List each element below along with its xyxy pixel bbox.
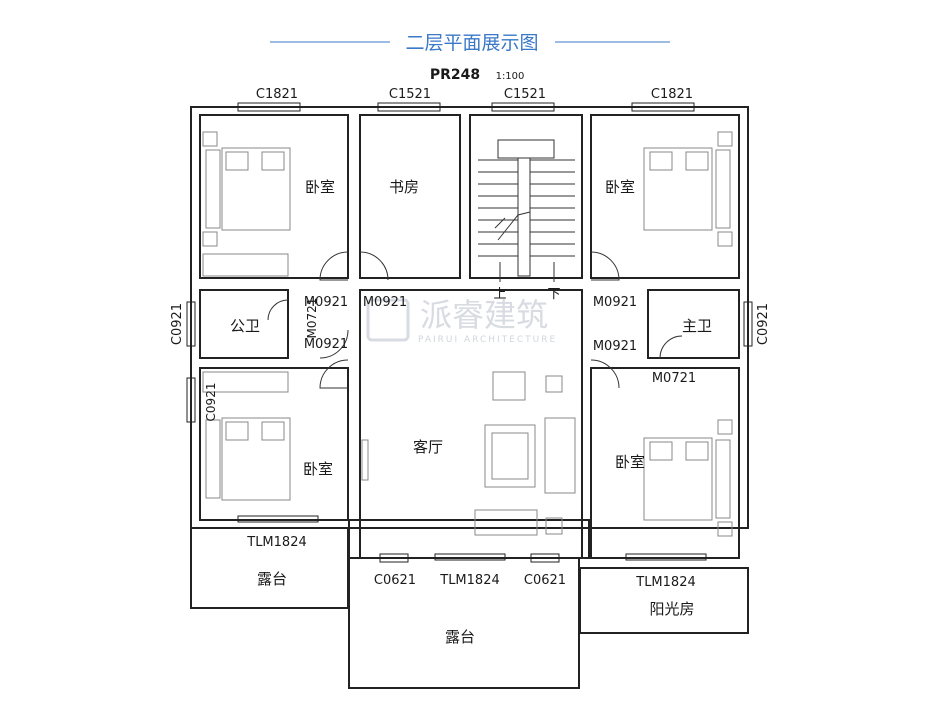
living-furniture-icon [361, 371, 576, 536]
window-label-c0921-right-outer: C0921 [756, 303, 771, 345]
window-label-c1821-right: C1821 [651, 87, 693, 102]
door-label-m0921-ne: M0921 [593, 295, 637, 310]
door-label-m0721-master: M0721 [652, 371, 696, 386]
public-bath-outline [199, 289, 289, 359]
stair-treads [478, 139, 575, 282]
room-label-terrace-w: 露台 [257, 570, 287, 588]
room-label-bedroom-sw: 卧室 [303, 460, 333, 478]
sliding-door-marks [237, 515, 707, 561]
window-label-c1521-left: C1521 [389, 87, 431, 102]
bed-ne-icon [643, 131, 733, 247]
door-label-m0921-a: M0921 [304, 295, 348, 310]
bed-sw-icon [202, 371, 291, 501]
door-label-tlm1824-e: TLM1824 [635, 575, 695, 590]
page-title: 二层平面展示图 [405, 32, 538, 54]
living-south-bump [348, 519, 590, 559]
plan-scale: 1:100 [496, 71, 525, 82]
bedroom-ne-outline [590, 114, 740, 279]
watermark-main: 派睿建筑 [420, 296, 548, 334]
bed-nw-icon [202, 131, 291, 277]
plan-code: PR248 [430, 67, 480, 83]
bed-se-icon [643, 419, 733, 537]
room-label-terrace-s: 露台 [445, 628, 475, 646]
door-label-tlm1824-s: TLM1824 [439, 573, 499, 588]
door-swings [267, 251, 683, 389]
stair-up-label: 上 [493, 287, 506, 302]
bedroom-se-outline [590, 367, 740, 559]
room-label-living: 客厅 [413, 438, 443, 456]
window-label-c0921-left-inner: C0921 [204, 383, 218, 422]
room-label-public-bath: 公卫 [230, 317, 260, 335]
room-label-sunroom: 阳光房 [649, 600, 694, 618]
watermark-sub: PAIRUI ARCHITECTURE [418, 335, 557, 345]
living-outline [359, 289, 583, 559]
window-marks [186, 102, 753, 563]
room-label-bedroom-ne: 卧室 [605, 178, 635, 196]
watermark-logo-icon [366, 298, 410, 342]
room-label-bedroom-nw: 卧室 [305, 178, 335, 196]
door-label-tlm1824-w: TLM1824 [246, 535, 306, 550]
door-label-m0721-vertical: M0721 [305, 298, 319, 339]
window-label-c0621-left: C0621 [374, 573, 416, 588]
room-label-bedroom-se: 卧室 [615, 453, 645, 471]
door-label-m0921-study: M0921 [363, 295, 407, 310]
room-label-study: 书房 [389, 178, 419, 196]
sunroom-outline [579, 567, 749, 634]
window-label-c1521-right: C1521 [504, 87, 546, 102]
window-label-c0921-left-outer: C0921 [170, 303, 185, 345]
door-label-m0921-se: M0921 [593, 339, 637, 354]
stair-down-label: 下 [547, 287, 560, 302]
master-bath-outline [647, 289, 740, 359]
stair-outline [469, 114, 583, 279]
room-label-master-bath: 主卫 [682, 317, 712, 335]
bedroom-sw-outline [199, 367, 349, 521]
window-label-c1821-left: C1821 [256, 87, 298, 102]
window-label-c0621-right: C0621 [524, 573, 566, 588]
door-label-m0921-b: M0921 [304, 337, 348, 352]
study-outline [359, 114, 461, 279]
bedroom-nw-outline [199, 114, 349, 279]
